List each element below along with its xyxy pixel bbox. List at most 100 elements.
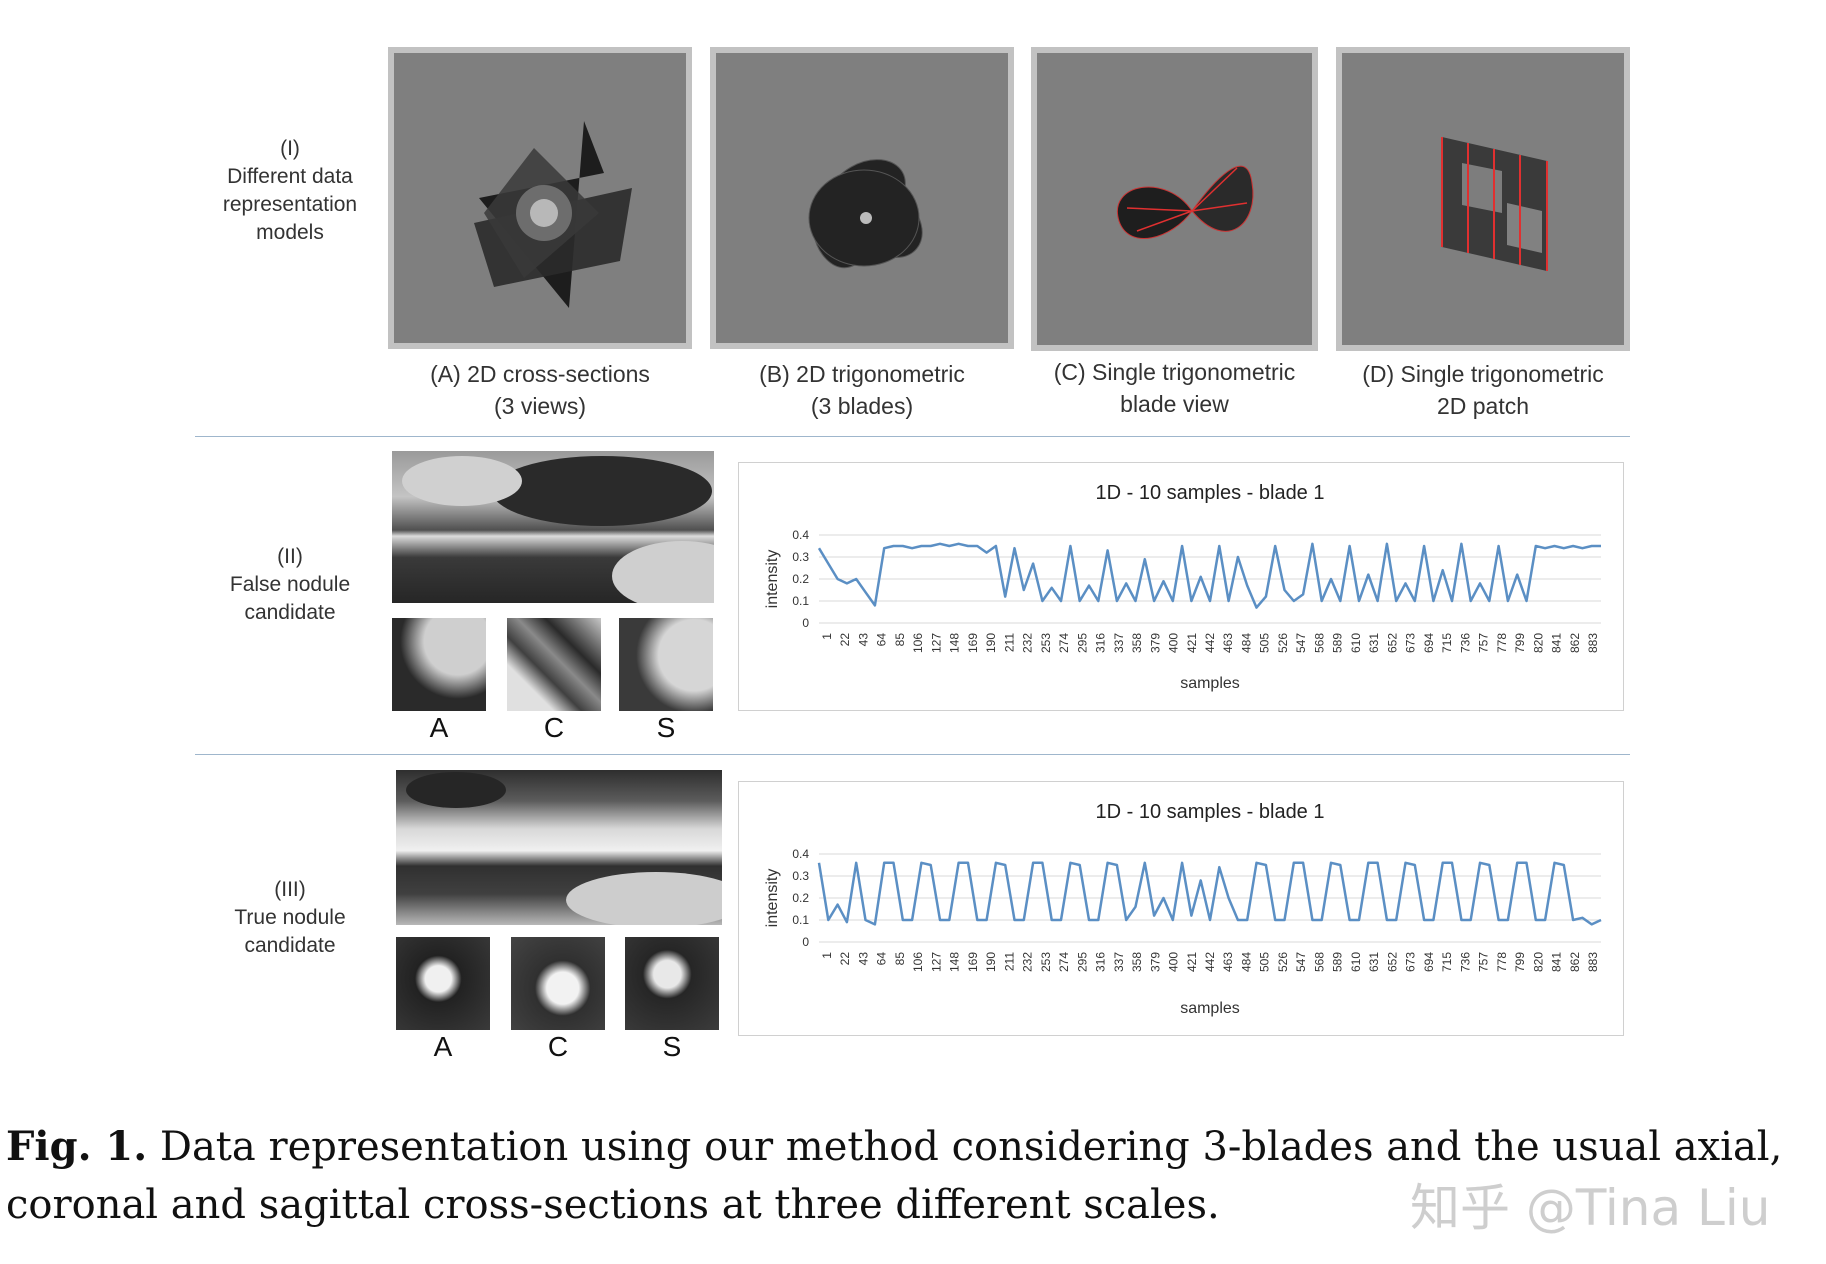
x-tick-label: 106 (911, 952, 925, 972)
row-label-representation-models: (I) Different data representation models (222, 137, 358, 244)
separator-2 (195, 754, 1630, 755)
chart-title: 1D - 10 samples - blade 1 (1095, 482, 1324, 504)
single-blade-figure (1116, 165, 1254, 239)
y-tick-label: 0.3 (792, 869, 809, 883)
x-tick-label: 610 (1349, 952, 1363, 972)
view-letter-sagittal-false: S (656, 712, 676, 743)
x-tick-label: 694 (1422, 633, 1436, 653)
x-axis-label: samples (1180, 1000, 1240, 1017)
x-tick-label: 463 (1221, 952, 1235, 972)
x-tick-label: 211 (1002, 952, 1016, 971)
x-tick-label: 799 (1513, 952, 1527, 972)
x-tick-label: 736 (1458, 952, 1472, 972)
caption-cross-sections: (A) 2D cross-sections (3 views) (430, 361, 650, 419)
view-letter-axial-false: A (429, 712, 449, 743)
ct-axial-true (396, 937, 490, 1030)
x-tick-label: 358 (1130, 633, 1144, 653)
y-tick-label: 0.3 (792, 550, 809, 564)
x-tick-label: 568 (1312, 952, 1326, 972)
caption-single-blade: (C) Single trigonometric blade view (1053, 359, 1296, 417)
x-tick-label: 547 (1294, 633, 1308, 653)
x-tick-label: 295 (1075, 952, 1089, 972)
x-tick-label: 652 (1385, 633, 1399, 653)
x-tick-label: 274 (1057, 633, 1071, 653)
x-tick-label: 85 (893, 633, 907, 647)
ct-wide-true-overlay (406, 772, 722, 925)
x-tick-label: 631 (1367, 633, 1381, 653)
x-tick-label: 778 (1495, 633, 1509, 653)
x-tick-label: 547 (1294, 952, 1308, 972)
x-tick-label: 442 (1203, 633, 1217, 653)
y-tick-label: 0.2 (792, 572, 809, 586)
ct-sagittal-false (619, 618, 713, 711)
x-tick-label: 22 (838, 633, 852, 647)
x-tick-label: 841 (1550, 633, 1564, 653)
x-tick-label: 610 (1349, 633, 1363, 653)
x-tick-label: 379 (1148, 952, 1162, 972)
x-tick-label: 421 (1185, 952, 1199, 972)
x-tick-label: 757 (1477, 633, 1491, 653)
caption-2d-patch: (D) Single trigonometric 2D patch (1362, 361, 1604, 419)
x-tick-label: 253 (1039, 952, 1053, 972)
x-tick-label: 64 (875, 952, 889, 966)
x-tick-label: 484 (1239, 633, 1253, 653)
x-tick-label: 673 (1404, 633, 1418, 653)
x-axis-label: samples (1180, 675, 1240, 692)
view-letter-axial-true: A (433, 1031, 453, 1062)
x-tick-label: 862 (1568, 952, 1582, 972)
separator-1 (195, 436, 1630, 437)
x-tick-label: 64 (875, 633, 889, 647)
y-axis-label: intensity (764, 869, 781, 928)
ct-wide-false-overlay (402, 456, 714, 603)
x-tick-label: 316 (1094, 952, 1108, 972)
x-tick-label: 400 (1167, 952, 1181, 972)
panel-single-blade (1031, 47, 1318, 351)
y-axis-label: intensity (764, 550, 781, 609)
x-tick-label: 778 (1495, 952, 1509, 972)
x-tick-label: 631 (1367, 952, 1381, 972)
x-tick-label: 400 (1167, 633, 1181, 653)
x-tick-label: 883 (1586, 633, 1600, 653)
x-tick-label: 190 (984, 633, 998, 653)
x-tick-label: 568 (1312, 633, 1326, 653)
x-tick-label: 841 (1550, 952, 1564, 972)
y-tick-label: 0.1 (792, 913, 809, 927)
watermark: 知乎 @Tina Liu (1410, 1179, 1771, 1237)
x-tick-label: 820 (1531, 633, 1545, 653)
x-tick-label: 295 (1075, 633, 1089, 653)
chart-false-nodule-svg: 1D - 10 samples - blade 100.10.20.30.4in… (764, 482, 1601, 692)
x-tick-label: 505 (1258, 952, 1272, 972)
x-tick-label: 316 (1094, 633, 1108, 653)
x-tick-label: 232 (1021, 633, 1035, 653)
panel-cross-sections (388, 47, 692, 349)
ct-sagittal-true (625, 937, 719, 1030)
x-tick-label: 337 (1112, 633, 1126, 653)
x-tick-label: 421 (1185, 633, 1199, 653)
x-tick-label: 190 (984, 952, 998, 972)
ct-slice-wide-true (396, 770, 722, 925)
row-label-true-nodule: (III) True nodule candidate (234, 878, 346, 957)
x-tick-label: 589 (1331, 952, 1345, 972)
y-tick-label: 0.4 (792, 847, 809, 861)
x-tick-label: 883 (1586, 952, 1600, 972)
x-tick-label: 253 (1039, 633, 1053, 653)
x-tick-label: 148 (948, 952, 962, 972)
x-tick-label: 358 (1130, 952, 1144, 972)
x-tick-label: 22 (838, 952, 852, 966)
x-tick-label: 337 (1112, 952, 1126, 972)
x-tick-label: 505 (1258, 633, 1272, 653)
trig-3-blades-figure (808, 159, 923, 269)
2d-patch-figure (1441, 137, 1548, 271)
x-tick-label: 232 (1021, 952, 1035, 972)
x-tick-label: 274 (1057, 952, 1071, 972)
chart-title: 1D - 10 samples - blade 1 (1095, 801, 1324, 823)
x-tick-label: 736 (1458, 633, 1472, 653)
x-tick-label: 589 (1331, 633, 1345, 653)
figure-label: Fig. 1. (6, 1123, 148, 1170)
ct-slice-wide-false (392, 451, 714, 603)
x-tick-label: 484 (1239, 952, 1253, 972)
x-tick-label: 526 (1276, 952, 1290, 972)
y-tick-label: 0.2 (792, 891, 809, 905)
y-tick-label: 0 (802, 616, 809, 630)
